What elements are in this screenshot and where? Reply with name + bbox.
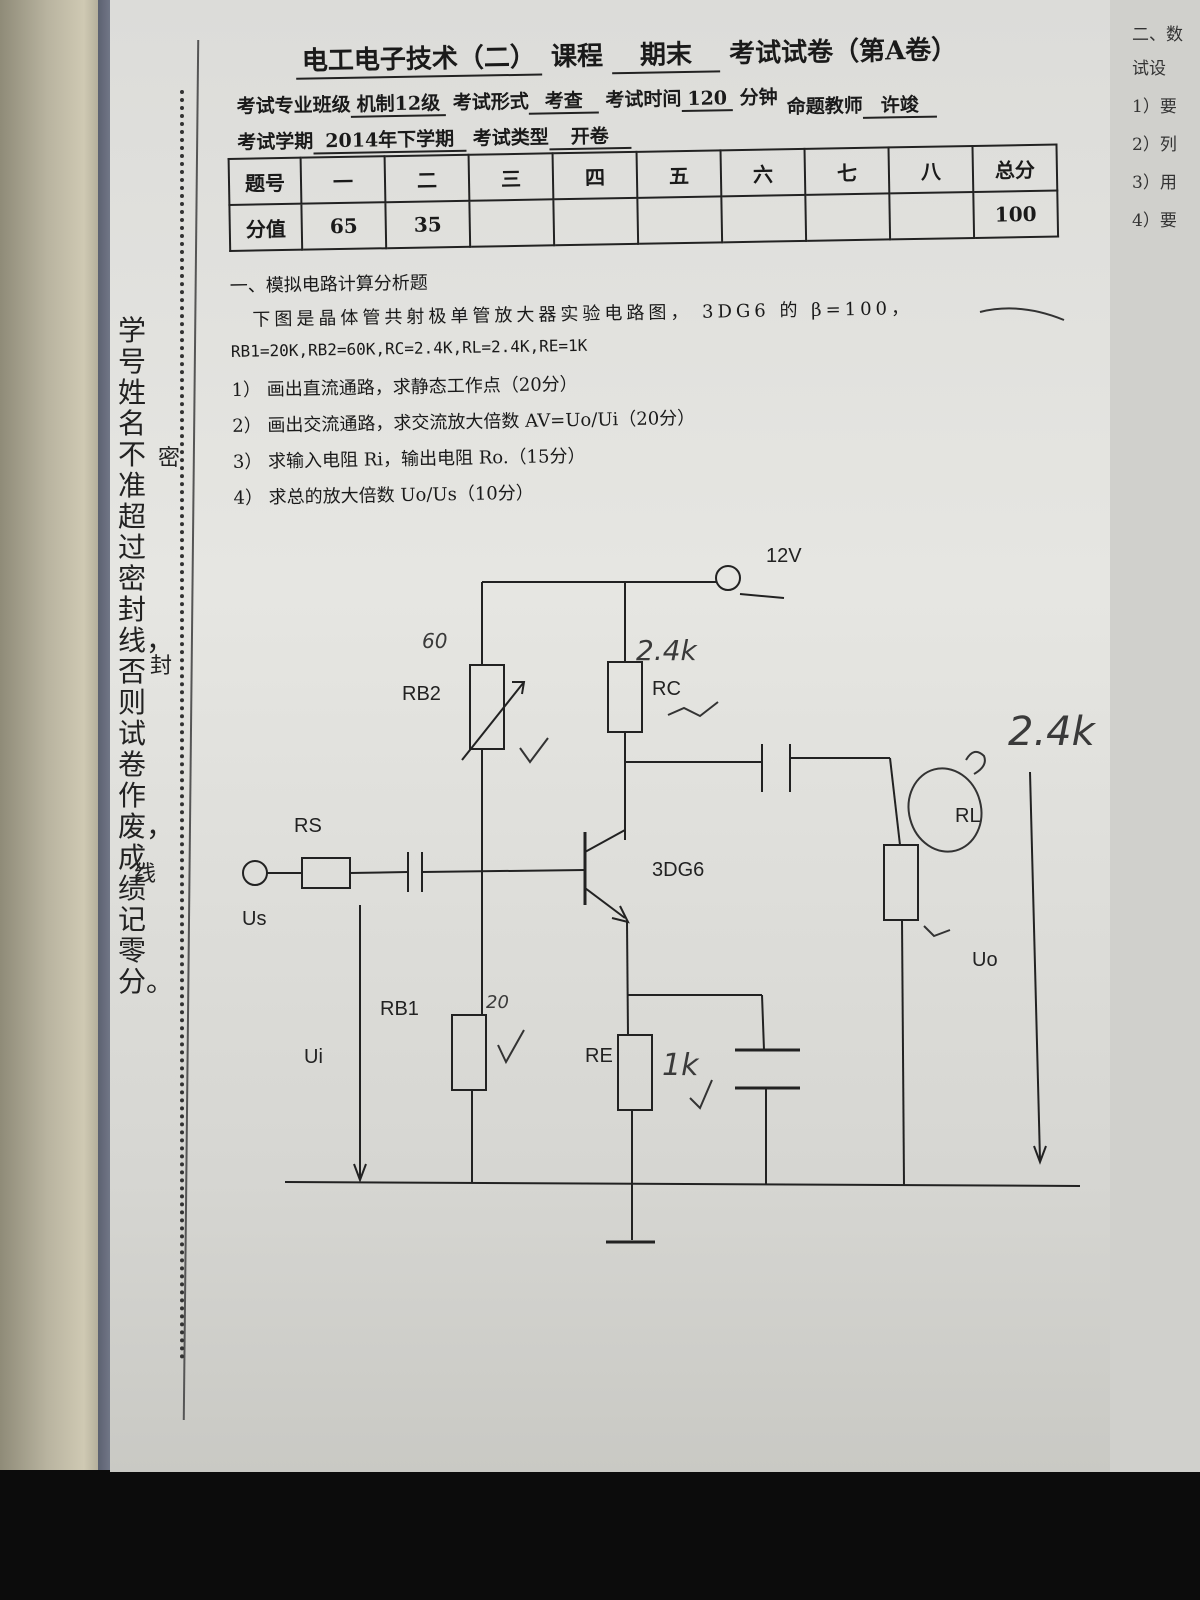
handwritten-rl-value: 2.4k [1008, 709, 1097, 755]
seal-warning-note: 学号姓名不准超过密封线，否则试卷作废，成绩记零分。 [118, 314, 175, 998]
transistor-label: 3DG6 [652, 859, 704, 881]
uo-label: Uo [972, 949, 998, 971]
rb2-resistor [469, 664, 505, 750]
rb1-resistor [451, 1014, 487, 1091]
us-terminal [242, 860, 268, 886]
us-label: Us [242, 908, 266, 930]
re-resistor [617, 1034, 653, 1111]
re-label: RE [585, 1045, 613, 1067]
question-mark-icon [965, 750, 986, 775]
check-mark-icon [689, 1079, 713, 1110]
handwritten-rb1-value: 20 [486, 992, 509, 1013]
wire [349, 871, 409, 874]
handwritten-marks [497, 307, 1065, 1110]
uo-arrow [1029, 771, 1041, 1161]
rl-label: RL [955, 805, 981, 827]
underline-mark [979, 307, 1065, 321]
next-page-line: 2）列 [1132, 135, 1177, 155]
ui-label: Ui [304, 1046, 323, 1068]
uo-arrow-head [1033, 1145, 1047, 1165]
next-page-line: 3）用 [1132, 173, 1177, 193]
rb2-label: RB2 [402, 683, 441, 705]
next-page-line: 试设 [1132, 59, 1166, 79]
ground-rail [284, 1181, 1081, 1187]
next-page-line: 1）要 [1132, 97, 1177, 117]
variable-arrow [461, 681, 525, 761]
seal-word-xian: 线 [134, 862, 157, 887]
tick-mark-icon [923, 925, 951, 938]
vcc-label: 12V [766, 545, 802, 567]
circle-mark-icon [907, 767, 983, 853]
wire [761, 994, 765, 1051]
ui-arrow-head [353, 1163, 367, 1183]
next-page-line: 4）要 [1132, 211, 1177, 231]
check-mark-icon [519, 737, 549, 764]
handwritten-re-value: 1k [662, 1048, 700, 1083]
seal-word-mi: 密 [158, 446, 181, 471]
rl-resistor [883, 844, 919, 921]
handwritten-rb2-value: 60 [422, 629, 447, 653]
wire [421, 869, 586, 873]
vcc-terminal [715, 565, 741, 591]
variable-arrow-head [512, 681, 526, 695]
wire [626, 921, 629, 1036]
check-mark-icon [667, 701, 719, 718]
seal-word-feng: 封 [150, 654, 173, 679]
rs-resistor [301, 857, 351, 889]
next-page-line: 二、数 [1132, 25, 1183, 45]
wire [739, 593, 785, 599]
transistor-collector [584, 829, 626, 853]
wire [889, 757, 901, 846]
rc-resistor [607, 661, 643, 733]
rb1-label: RB1 [380, 998, 419, 1020]
check-mark-icon [497, 1029, 525, 1065]
rs-label: RS [294, 815, 322, 837]
wire [901, 919, 905, 1186]
next-page: 二、数 试设 1）要 2）列 3）用 4）要 [1110, 0, 1200, 1472]
handwritten-rc-value: 2.4k [636, 634, 699, 667]
rc-label: RC [652, 678, 681, 700]
exam-paper [110, 0, 1180, 1472]
transistor-emitter [584, 887, 626, 919]
seal-dotted-line [180, 90, 184, 1360]
